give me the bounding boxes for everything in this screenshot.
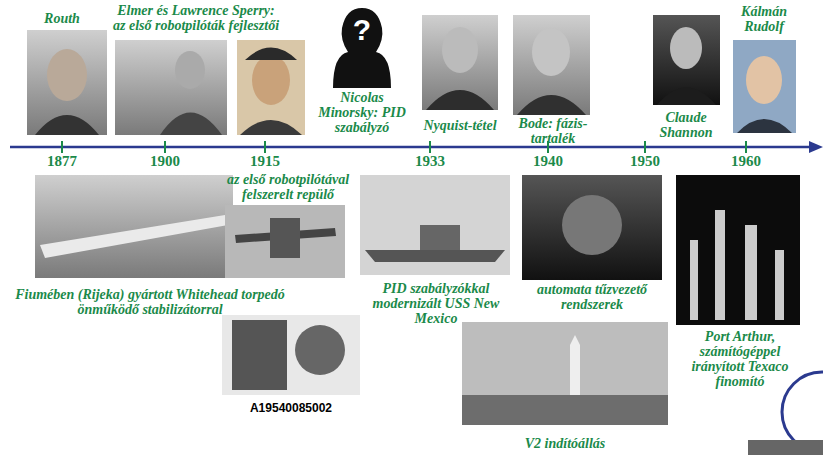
person-label: Nicolas Minorsky: PID szabályzó [312,90,412,135]
year-label: 1933 [405,154,455,169]
person-label: Nyquist-tétel [405,118,515,133]
event-caption: Port Arthur, számítógéppel irányított Te… [675,329,805,389]
person-label: Elmer és Lawrence Sperry: az első robotp… [111,3,281,33]
person-label: Routh [12,11,112,26]
year-label: 1940 [523,154,573,169]
year-label: 1877 [37,154,87,169]
year-label: 1915 [240,154,290,169]
timeline-axis [10,141,823,153]
event-caption: V2 indítóállás [500,436,630,451]
person-label: Kálmán Rudolf [724,4,804,34]
unknown-mark: ? [342,14,382,46]
event-caption: PID szabályzókkal modernizált USS New Me… [356,281,516,326]
person-label: Bode: fázis-tartalék [508,116,598,146]
catalog-number: A19540085002 [226,401,356,416]
year-label: 1960 [721,154,771,169]
event-caption: Fiumében (Rijeka) gyártott Whitehead tor… [5,287,295,317]
event-caption: az első robotpilótával felszerelt repülő [223,172,353,202]
event-caption: automata tűzvezető rendszerek [527,282,657,312]
person-label: Claude Shannon [646,110,726,140]
year-label: 1950 [620,154,670,169]
year-label: 1900 [140,154,190,169]
